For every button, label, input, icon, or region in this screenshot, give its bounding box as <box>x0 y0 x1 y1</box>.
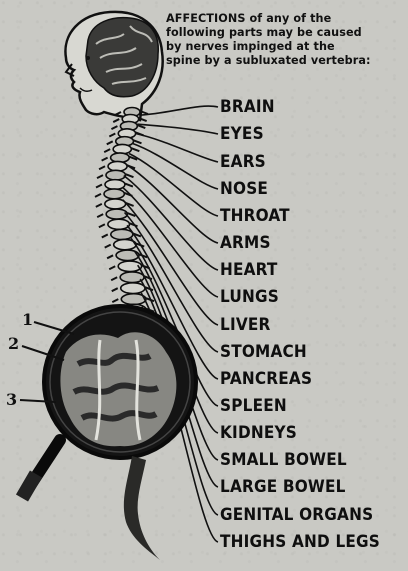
label-small-bowel: SMALL BOWEL <box>220 451 347 469</box>
label-eyes: EYES <box>220 125 264 143</box>
label-spleen: SPLEEN <box>220 397 287 415</box>
label-ears: EARS <box>220 153 266 171</box>
vertebra <box>96 199 134 209</box>
label-nose: NOSE <box>220 180 268 198</box>
label-throat: THROAT <box>220 207 290 225</box>
label-lungs: LUNGS <box>220 288 279 306</box>
vertebra <box>107 250 147 260</box>
header-line: by nerves impinged at the <box>166 40 402 54</box>
callout-2: 2 <box>8 334 19 353</box>
vertebra <box>96 180 133 190</box>
label-large-bowel: LARGE BOWEL <box>220 478 346 496</box>
header-line: following parts may be caused <box>166 26 402 40</box>
magnifier-handle <box>22 440 160 560</box>
vertebra <box>102 229 141 239</box>
pelvis-magnifier <box>44 306 196 458</box>
head-silhouette <box>65 12 162 120</box>
label-pancreas: PANCREAS <box>220 370 312 388</box>
label-liver: LIVER <box>220 316 271 334</box>
vertebra <box>112 294 154 305</box>
label-brain: BRAIN <box>220 98 275 116</box>
header-line: AFFECTIONS of any of the <box>166 12 402 26</box>
nerve-line <box>139 106 218 115</box>
header-line: spine by a subluxated vertebra: <box>166 54 402 68</box>
nerve-line <box>137 124 218 134</box>
label-arms: ARMS <box>220 234 271 252</box>
callout-3: 3 <box>6 390 17 409</box>
callout-1: 1 <box>22 310 33 329</box>
header-caption: AFFECTIONS of any of the following parts… <box>166 12 402 68</box>
nerve-line <box>135 133 218 162</box>
nerve-line <box>132 143 218 189</box>
label-stomach: STOMACH <box>220 343 307 361</box>
label-heart: HEART <box>220 261 278 279</box>
label-genital-organs: GENITAL ORGANS <box>220 506 373 524</box>
label-thighs-and-legs: THIGHS AND LEGS <box>220 533 380 551</box>
label-kidneys: KIDNEYS <box>220 424 297 442</box>
